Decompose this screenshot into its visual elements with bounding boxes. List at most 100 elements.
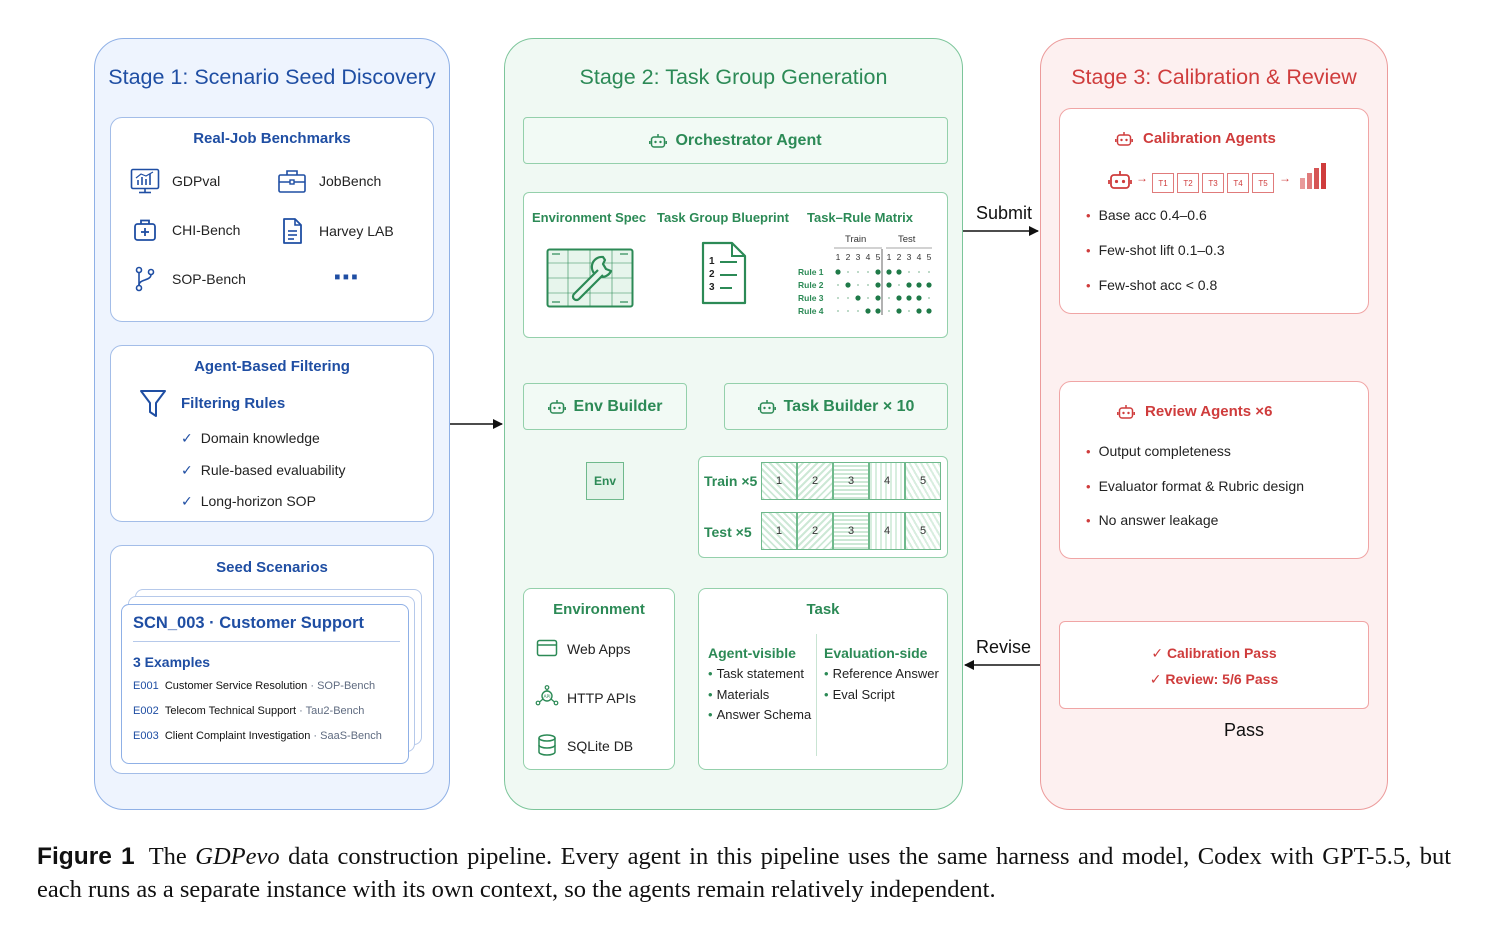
filtering-rules-title: Filtering Rules <box>181 395 286 412</box>
test-cell: 4 <box>869 512 905 550</box>
result-card: ✓ Calibration Pass ✓ Review: 5/6 Pass <box>1059 621 1369 709</box>
matrix-dot-filled <box>896 308 902 314</box>
matrix-rule-label: Rule 2 <box>798 280 824 290</box>
train-cell: 1 <box>761 462 797 500</box>
train-cell: 5 <box>905 462 941 500</box>
matrix-dot-empty <box>888 297 890 299</box>
agent-visible-item: •Answer Schema <box>708 707 812 722</box>
agent-visible-item: •Materials <box>708 687 770 702</box>
matrix-dot-filled <box>916 295 922 301</box>
example-row: E001 Customer Service Resolution · SOP-B… <box>133 680 376 692</box>
filtering-title: Agent-Based Filtering <box>194 358 350 375</box>
scenario-title: SCN_003 · Customer Support <box>133 614 365 632</box>
flow-arrow-icon: → <box>1279 171 1291 185</box>
matrix-dot-filled <box>875 295 881 301</box>
doc-number-2: 2 <box>709 269 715 280</box>
env-builder-box: Env Builder <box>523 383 687 430</box>
task-rule-matrix-label: Task–Rule Matrix <box>807 210 913 225</box>
calibration-pass-status: ✓ Calibration Pass <box>1151 645 1277 661</box>
robot-icon <box>547 399 566 414</box>
test-cell: 5 <box>905 512 941 550</box>
filter-rule-item: ✓Domain knowledge <box>181 430 320 446</box>
matrix-dot-filled <box>916 308 922 314</box>
matrix-column-number: 5 <box>927 252 932 262</box>
task-column-divider <box>816 634 817 756</box>
matrix-column-number: 3 <box>907 252 912 262</box>
matrix-dot-empty <box>857 284 859 286</box>
filter-rule-item: ✓Rule-based evaluability <box>181 462 346 478</box>
matrix-column-number: 2 <box>846 252 851 262</box>
blueprint-document-icon <box>701 241 747 305</box>
matrix-dot-empty <box>928 297 930 299</box>
matrix-dot-filled <box>886 282 892 288</box>
seed-scenarios-title: Seed Scenarios <box>216 559 328 576</box>
benchmarks-title: Real-Job Benchmarks <box>193 130 351 147</box>
matrix-dot-filled <box>906 295 912 301</box>
env-item-label: HTTP APIs <box>567 690 636 706</box>
matrix-dot-empty <box>867 271 869 273</box>
bench-label: CHI-Bench <box>172 222 241 238</box>
stage1-title: Stage 1: Scenario Seed Discovery <box>108 65 436 89</box>
bench-item-chi-bench: CHI-Bench <box>130 217 240 243</box>
robot-icon <box>649 133 668 148</box>
api-network-icon: API <box>535 685 559 706</box>
database-icon <box>538 734 556 756</box>
matrix-column-number: 5 <box>876 252 881 262</box>
bench-item-jobbench: JobBench <box>277 168 381 194</box>
svg-text:API: API <box>543 694 550 700</box>
train-cell: 4 <box>869 462 905 500</box>
pass-label: Pass <box>1224 720 1265 740</box>
figure-label: Figure 1 <box>37 843 135 870</box>
chart-monitor-icon <box>130 168 160 194</box>
example-row: E003 Client Complaint Investigation · Sa… <box>133 730 382 742</box>
task-builder-box: Task Builder × 10 <box>724 383 948 430</box>
matrix-rule-label: Rule 1 <box>798 267 824 277</box>
matrix-dot-empty <box>837 310 839 312</box>
matrix-dot-empty <box>847 271 849 273</box>
matrix-dot-empty <box>898 284 900 286</box>
environment-card: Environment Web Apps API HTTP APIs SQLit… <box>523 588 675 770</box>
task-chip: T3 <box>1202 173 1224 193</box>
matrix-rule-label: Rule 3 <box>798 293 824 303</box>
matrix-dot-empty <box>837 297 839 299</box>
matrix-column-number: 2 <box>897 252 902 262</box>
briefcase-icon <box>278 170 306 193</box>
env-item-label: Web Apps <box>567 641 631 657</box>
test-cell: 2 <box>797 512 833 550</box>
orchestrator-label: Orchestrator Agent <box>675 131 822 149</box>
benchmarks-card: Real-Job Benchmarks GDPval JobBench <box>110 117 434 322</box>
matrix-column-number: 3 <box>856 252 861 262</box>
matrix-dot-empty <box>908 310 910 312</box>
matrix-dot-filled <box>875 308 881 314</box>
orchestrator-agent-box: Orchestrator Agent <box>523 117 948 164</box>
test-cell: 1 <box>761 512 797 550</box>
test-cell: 3 <box>833 512 869 550</box>
matrix-dot-empty <box>928 271 930 273</box>
review-criterion: •Output completeness <box>1086 443 1231 459</box>
caption-text-before: The <box>148 843 196 870</box>
scenario-card: SCN_003 · Customer Support 3 Examples E0… <box>121 604 409 764</box>
environment-title: Environment <box>553 601 645 618</box>
bench-label: JobBench <box>319 173 382 189</box>
task-chip: T4 <box>1227 173 1249 193</box>
review-criterion: •Evaluator format & Rubric design <box>1086 478 1304 494</box>
stage3-title: Stage 3: Calibration & Review <box>1071 65 1357 89</box>
matrix-dot-filled <box>906 282 912 288</box>
review-title-row: Review Agents ×6 <box>1117 403 1272 420</box>
matrix-column-number: 1 <box>887 252 892 262</box>
scenario-divider <box>133 641 400 642</box>
matrix-dot-filled <box>875 282 881 288</box>
test-label: Test ×5 <box>704 524 752 540</box>
caption-text-after: data construction pipeline. Every agent … <box>37 843 1452 903</box>
task-group-blueprint-label: Task Group Blueprint <box>657 210 789 225</box>
evaluation-side-title: Evaluation-side <box>824 645 928 661</box>
matrix-dot-empty <box>918 271 920 273</box>
bar-chart-icon <box>1300 163 1326 189</box>
matrix-column-number: 1 <box>836 252 841 262</box>
evaluation-item: •Eval Script <box>824 687 895 702</box>
task-card: Task Agent-visible •Task statement •Mate… <box>698 588 948 770</box>
env-builder-label: Env Builder <box>573 397 663 415</box>
train-cell: 3 <box>833 462 869 500</box>
matrix-dot-empty <box>837 284 839 286</box>
